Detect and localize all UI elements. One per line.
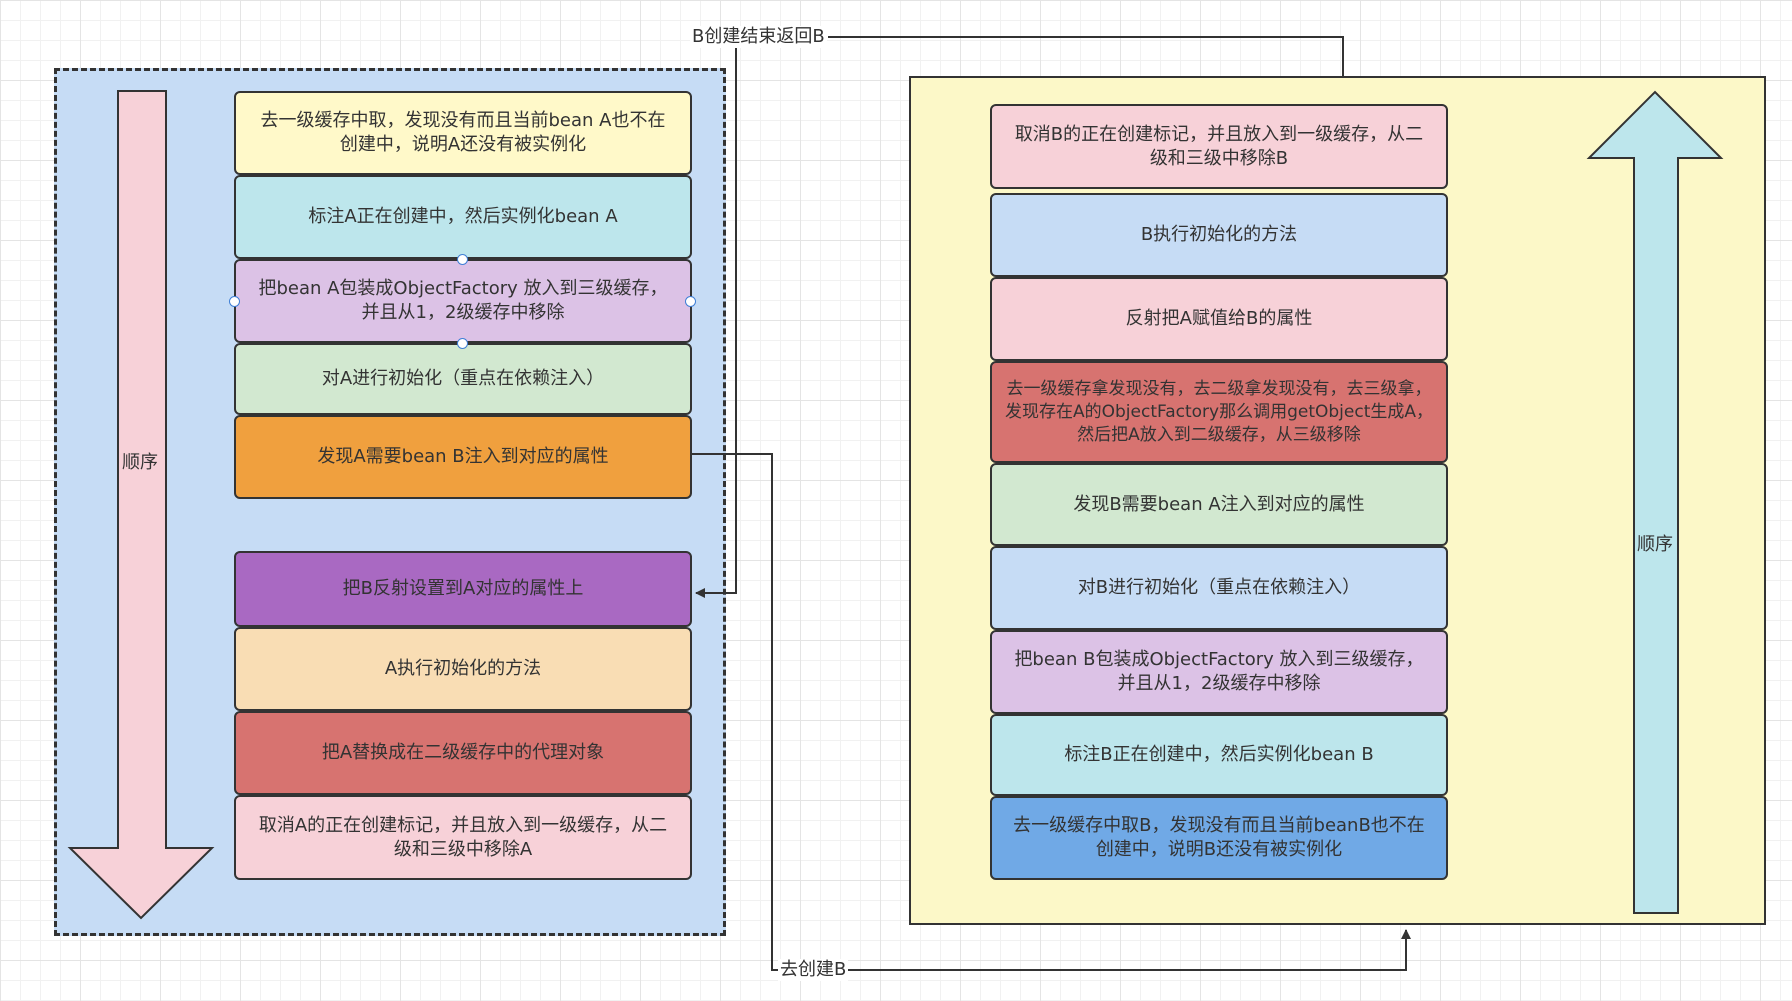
right-step-8[interactable]: 标注B正在创建中，然后实例化bean B <box>990 714 1448 796</box>
left-step-9[interactable]: 取消A的正在创建标记，并且放入到一级缓存，从二级和三级中移除A <box>234 795 692 880</box>
right-step-9[interactable]: 去一级缓存中取B，发现没有而且当前beanB也不在创建中，说明B还没有被实例化 <box>990 796 1448 880</box>
right-step-6[interactable]: 对B进行初始化（重点在依赖注入） <box>990 546 1448 630</box>
return-b-connector <box>828 36 1344 76</box>
go-create-b-label: 去创建B <box>778 959 849 981</box>
right-step-2[interactable]: B执行初始化的方法 <box>990 193 1448 277</box>
left-step-7[interactable]: A执行初始化的方法 <box>234 627 692 711</box>
left-step-4[interactable]: 对A进行初始化（重点在依赖注入） <box>234 343 692 415</box>
left-step-1[interactable]: 去一级缓存中取，发现没有而且当前bean A也不在创建中，说明A还没有被实例化 <box>234 91 692 175</box>
right-order-label: 顺序 <box>1637 534 1673 555</box>
right-step-5[interactable]: 发现B需要bean A注入到对应的属性 <box>990 463 1448 546</box>
left-step-5[interactable]: 发现A需要bean B注入到对应的属性 <box>234 415 692 499</box>
selection-handle-bottom[interactable] <box>457 338 468 349</box>
right-step-3[interactable]: 反射把A赋值给B的属性 <box>990 277 1448 361</box>
return-b-label: B创建结束返回B <box>690 26 827 48</box>
left-step-8[interactable]: 把A替换成在二级缓存中的代理对象 <box>234 711 692 795</box>
left-order-arrow <box>67 90 215 920</box>
go-create-b-connector <box>692 453 1411 971</box>
left-step-6[interactable]: 把B反射设置到A对应的属性上 <box>234 551 692 627</box>
left-step-3[interactable]: 把bean A包装成ObjectFactory 放入到三级缓存，并且从1，2级缓… <box>234 259 692 343</box>
right-step-4[interactable]: 去一级缓存拿发现没有，去二级拿发现没有，去三级拿，发现存在A的ObjectFac… <box>990 361 1448 463</box>
selection-handle-left[interactable] <box>229 296 240 307</box>
right-order-arrow <box>1586 90 1724 914</box>
right-step-7[interactable]: 把bean B包装成ObjectFactory 放入到三级缓存，并且从1，2级缓… <box>990 630 1448 714</box>
return-b-connector-tail <box>695 37 737 598</box>
right-step-1[interactable]: 取消B的正在创建标记，并且放入到一级缓存，从二级和三级中移除B <box>990 104 1448 189</box>
selection-handle-top[interactable] <box>457 254 468 265</box>
left-order-label: 顺序 <box>122 452 158 473</box>
selection-handle-right[interactable] <box>685 296 696 307</box>
